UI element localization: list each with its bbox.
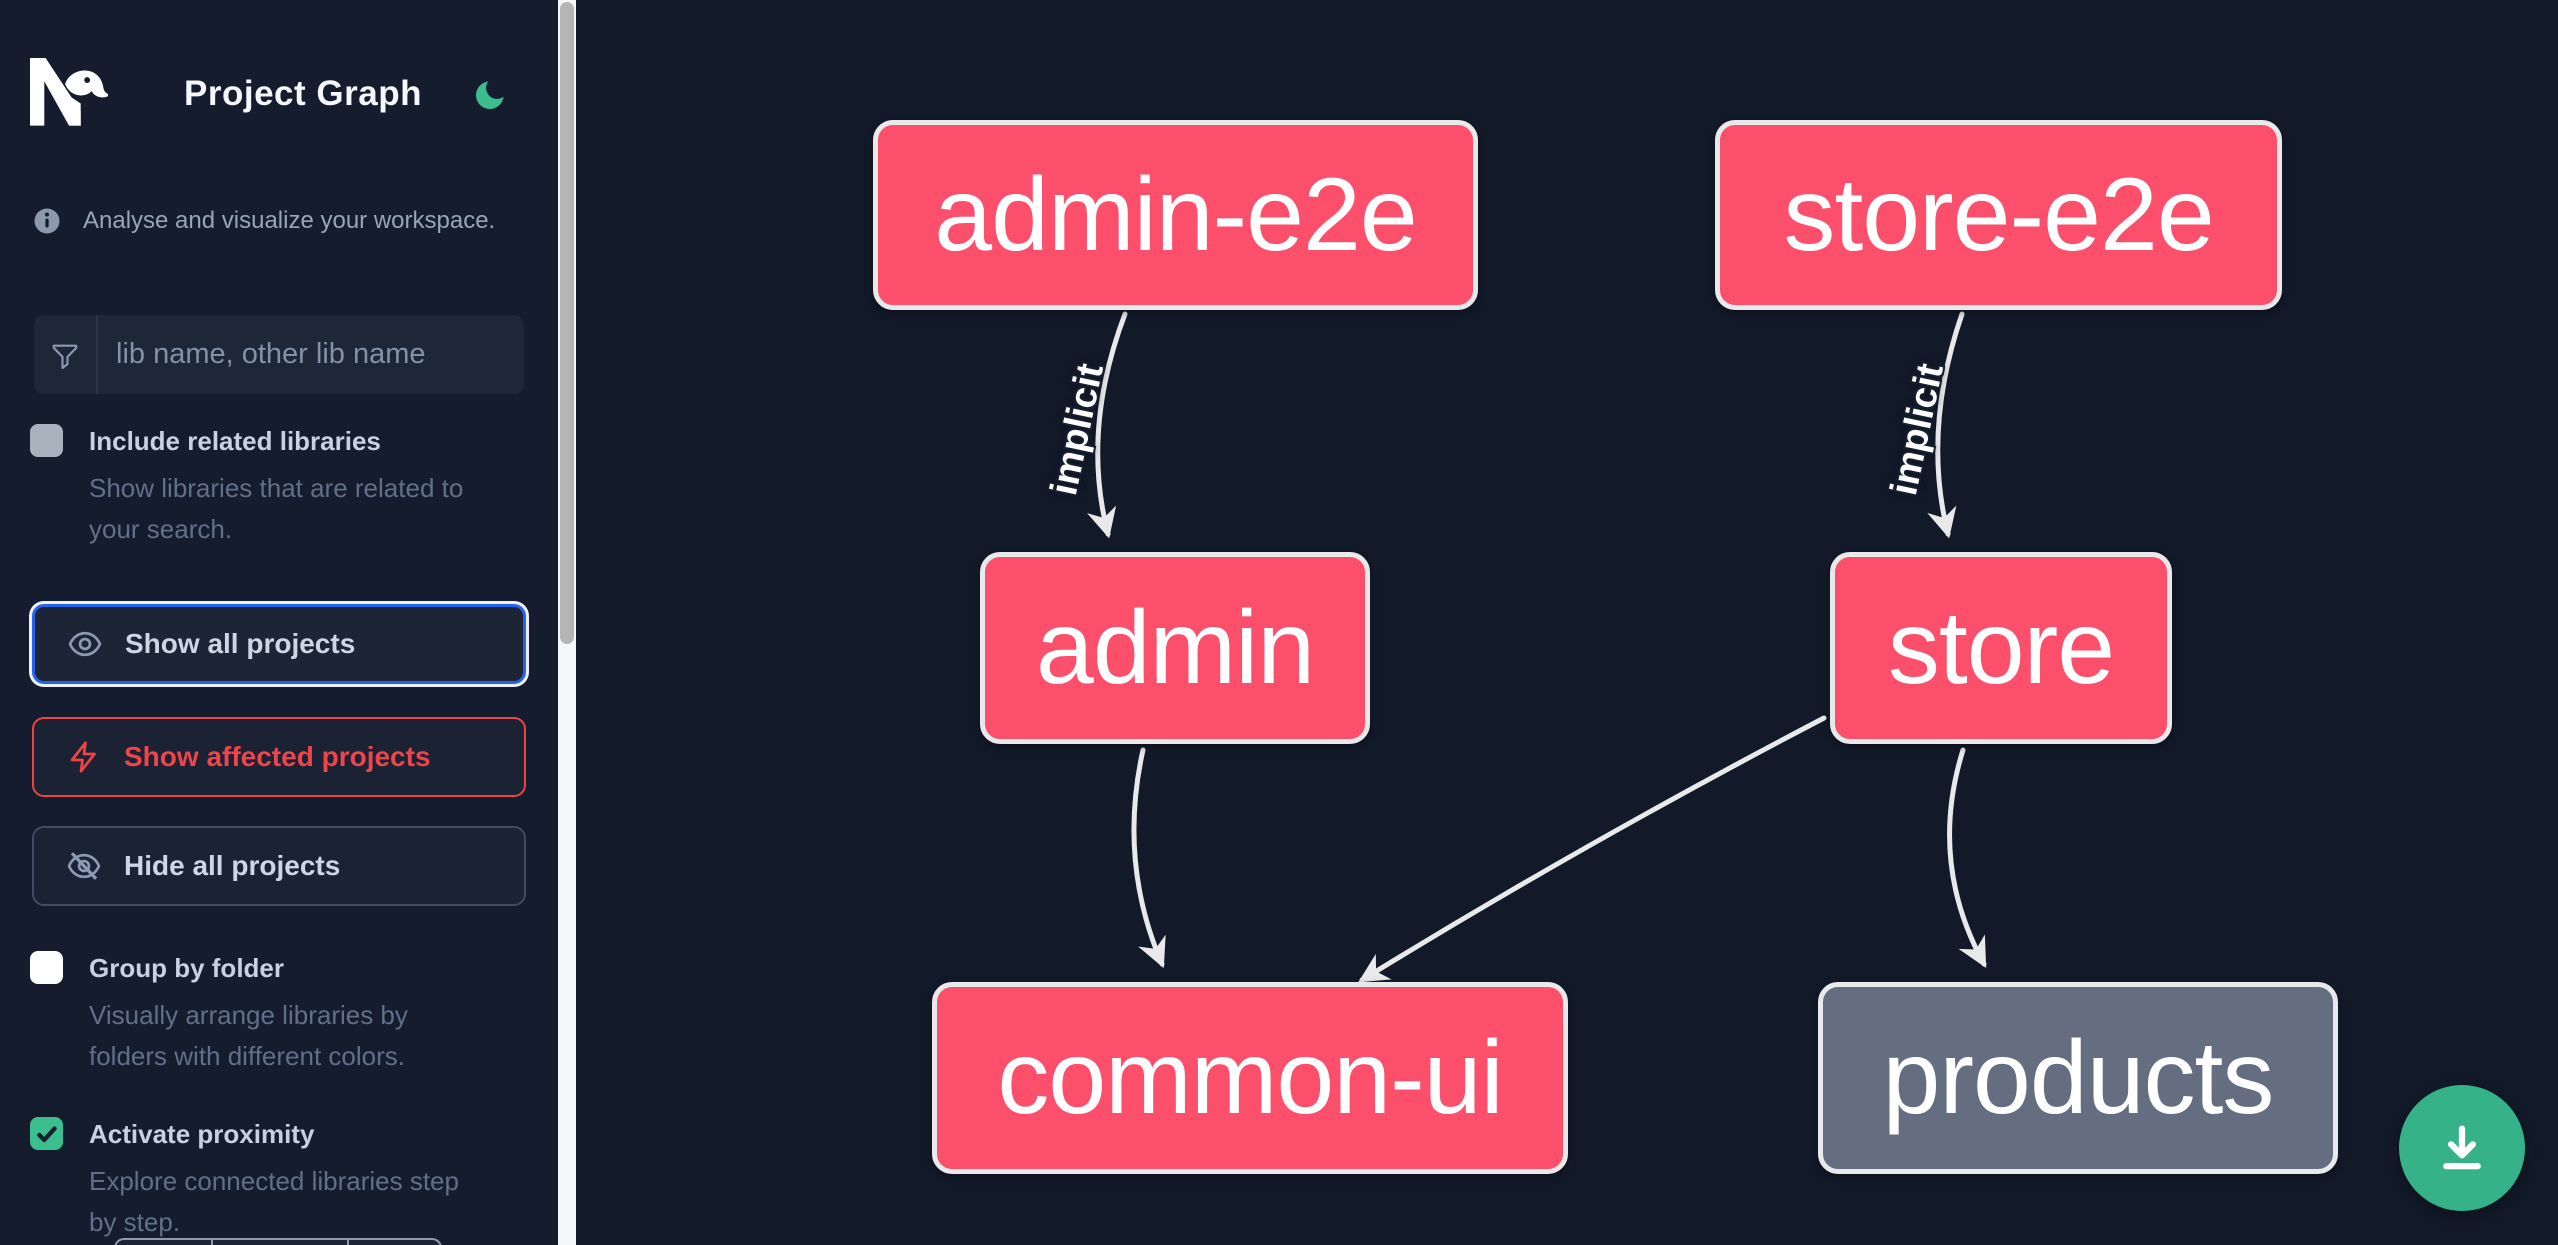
option-label: Activate proximity — [89, 1119, 315, 1149]
sidebar-scrollbar-thumb[interactable] — [560, 2, 574, 644]
download-icon — [2443, 1125, 2481, 1170]
graph-node-store-e2e[interactable]: store-e2e — [1715, 120, 2282, 310]
graph-edges — [1087, 311, 1987, 983]
node-label: products — [1882, 1019, 2275, 1136]
sidebar: Project Graph Analyse and visualize your… — [0, 0, 558, 1245]
tagline-text: Analyse and visualize your workspace. — [83, 207, 496, 234]
node-label: admin — [1035, 589, 1315, 706]
proximity-increment-button[interactable] — [347, 1240, 440, 1245]
eye-icon — [68, 631, 102, 657]
sidebar-scrollbar — [558, 0, 576, 1245]
option-label: Include related libraries — [89, 426, 381, 456]
graph-node-products[interactable]: products — [1818, 982, 2338, 1174]
graph-node-admin-e2e[interactable]: admin-e2e — [873, 120, 1478, 310]
option-group-by-folder[interactable]: Group by folder Visually arrange librari… — [30, 951, 500, 1076]
edge-admin-common-ui — [1131, 747, 1166, 969]
page-title: Project Graph — [184, 74, 422, 113]
hide-all-projects-button[interactable]: Hide all projects — [32, 826, 526, 906]
checkbox-activate-proximity[interactable] — [30, 1117, 63, 1150]
checkmark-icon — [36, 1125, 57, 1142]
download-image-button[interactable] — [2399, 1085, 2525, 1211]
proximity-value — [210, 1240, 347, 1245]
node-label: store-e2e — [1783, 156, 2214, 273]
proximity-decrement-button[interactable] — [116, 1240, 211, 1245]
graph-node-common-ui[interactable]: common-ui — [932, 982, 1568, 1174]
option-description: Explore connected libraries step by step… — [89, 1166, 459, 1237]
show-affected-projects-button[interactable]: Show affected projects — [32, 717, 526, 797]
search-box — [34, 315, 524, 394]
node-label: admin-e2e — [934, 156, 1417, 273]
dark-mode-toggle-moon-icon[interactable] — [472, 77, 508, 115]
option-include-related-libraries[interactable]: Include related libraries Show libraries… — [30, 424, 500, 544]
checkbox-group-by-folder[interactable] — [30, 951, 63, 984]
option-label: Group by folder — [89, 953, 284, 983]
option-description: Visually arrange libraries by folders wi… — [89, 1000, 408, 1071]
nx-logo-icon — [30, 58, 110, 132]
search-input[interactable] — [98, 315, 524, 394]
node-label: store — [1887, 589, 2115, 706]
edge-store-e2e-store — [1927, 311, 1965, 539]
option-activate-proximity[interactable]: Activate proximity Explore connected lib… — [30, 1117, 500, 1242]
edge-store-common-ui — [1358, 715, 1827, 983]
show-all-projects-button[interactable]: Show all projects — [32, 604, 526, 684]
option-description: Show libraries that are related to your … — [89, 473, 464, 544]
button-label: Hide all projects — [124, 850, 341, 881]
node-label: common-ui — [997, 1019, 1503, 1136]
eye-off-icon — [67, 852, 101, 880]
checkbox-include-related-libraries[interactable] — [30, 424, 63, 457]
edge-store-products — [1947, 747, 1987, 968]
filter-funnel-icon — [34, 315, 98, 394]
graph-canvas[interactable]: admin-e2e store-e2e admin store common-u… — [576, 0, 2558, 1245]
button-label: Show all projects — [125, 628, 356, 659]
proximity-stepper — [114, 1238, 442, 1245]
graph-node-admin[interactable]: admin — [980, 552, 1370, 744]
info-icon — [34, 208, 60, 234]
edge-admin-e2e-admin — [1087, 311, 1128, 539]
graph-node-store[interactable]: store — [1830, 552, 2172, 744]
bolt-icon — [70, 741, 96, 773]
workspace-tagline: Analyse and visualize your workspace. — [32, 206, 495, 236]
button-label: Show affected projects — [124, 741, 431, 772]
